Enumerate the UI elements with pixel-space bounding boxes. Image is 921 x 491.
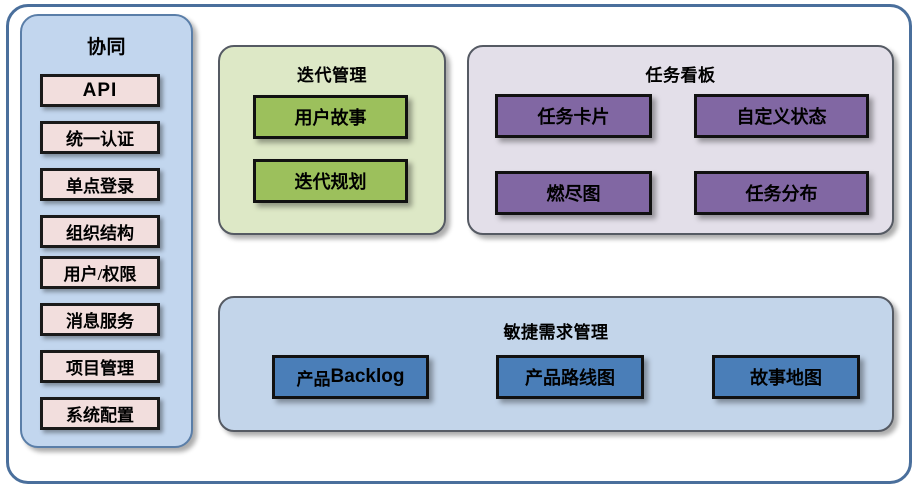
taskboard-item-burndown-chart[interactable]: 燃尽图 [495, 171, 652, 215]
sidebar-item-org-structure[interactable]: 组织结构 [40, 215, 160, 248]
taskboard-item-task-card[interactable]: 任务卡片 [495, 94, 652, 138]
iteration-management-title: 迭代管理 [297, 66, 367, 85]
task-board-panel: 任务看板 任务卡片 自定义状态 燃尽图 任务分布 [467, 45, 894, 235]
taskboard-item-task-distribution[interactable]: 任务分布 [694, 171, 869, 215]
sidebar-item-api[interactable]: API [40, 74, 160, 107]
sidebar-item-unified-auth[interactable]: 统一认证 [40, 121, 160, 154]
iteration-management-panel: 迭代管理 用户故事 迭代规划 [218, 45, 446, 235]
sidebar-item-system-config[interactable]: 系统配置 [40, 397, 160, 430]
task-board-title: 任务看板 [645, 66, 716, 85]
sidebar-item-project-management[interactable]: 项目管理 [40, 350, 160, 383]
sidebar-item-message-service[interactable]: 消息服务 [40, 303, 160, 336]
agile-item-story-map[interactable]: 故事地图 [712, 355, 860, 399]
agile-item-product-roadmap[interactable]: 产品路线图 [496, 355, 644, 399]
sidebar-item-user-permission[interactable]: 用户/权限 [40, 256, 160, 289]
iteration-item-iteration-planning[interactable]: 迭代规划 [253, 159, 408, 203]
taskboard-item-custom-status[interactable]: 自定义状态 [694, 94, 869, 138]
sidebar-title: 协同 [86, 37, 126, 58]
sidebar-item-single-sign-on[interactable]: 单点登录 [40, 168, 160, 201]
outer-frame-border [6, 4, 912, 484]
agile-requirement-title: 敏捷需求管理 [503, 323, 609, 342]
agile-item-product-backlog-prefix: 产品 [296, 369, 331, 389]
sidebar-panel: 协同 API 统一认证 单点登录 组织结构 用户/权限 消息服务 项目管理 系统… [20, 14, 193, 448]
agile-item-product-backlog-latin: Backlog [330, 366, 405, 387]
iteration-item-user-story[interactable]: 用户故事 [253, 95, 408, 139]
